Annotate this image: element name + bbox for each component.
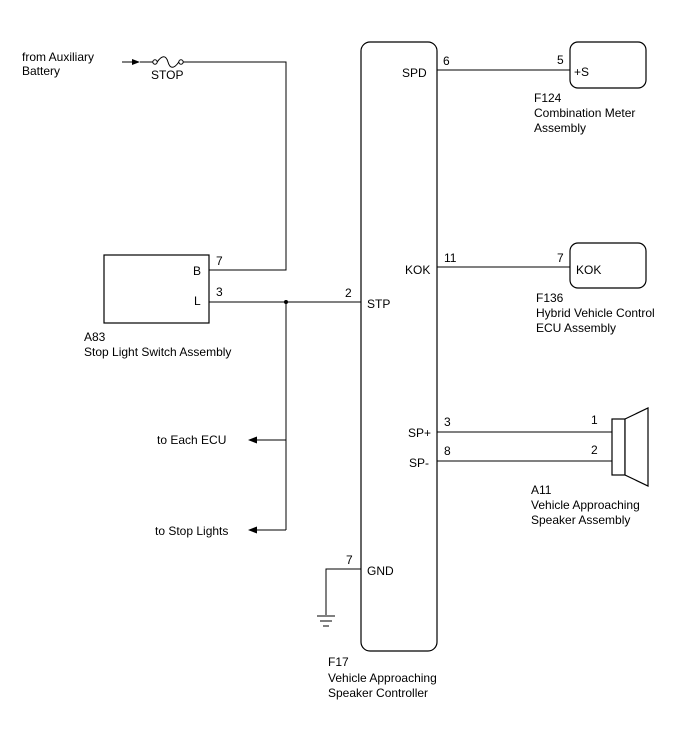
controller-name-line2: Speaker Controller [328, 686, 428, 700]
controller-pin-spm-num: 8 [444, 444, 451, 458]
speaker-code: A11 [531, 483, 552, 497]
controller-pin-spd-num: 6 [443, 54, 450, 68]
controller-pin-spp-num: 3 [444, 415, 451, 429]
fuse-icon [152, 56, 184, 68]
controller-pin-spp-label: SP+ [408, 426, 431, 440]
switch-code: A83 [84, 330, 106, 344]
fuse-label: STOP [151, 68, 183, 82]
controller-pin-stp-label: STP [367, 297, 390, 311]
supply-arrow-icon [122, 59, 140, 65]
stop-lights-label: to Stop Lights [155, 524, 228, 538]
stop-light-switch-box [103, 254, 210, 324]
ground-icon [317, 615, 335, 627]
switch-terminal-l: L [194, 294, 201, 308]
hv-ecu-name-line2: ECU Assembly [536, 321, 616, 335]
hv-ecu-name-line1: Hybrid Vehicle Control [536, 306, 655, 320]
combination-meter-box [569, 41, 647, 89]
controller-pin-stp-num: 2 [345, 286, 352, 300]
stop-lights-arrow-icon [248, 526, 257, 534]
controller-name-line1: Vehicle Approaching [328, 671, 437, 685]
hv-ecu-code: F136 [536, 291, 564, 305]
switch-name: Stop Light Switch Assembly [84, 345, 231, 359]
speaker-pin1: 1 [591, 413, 598, 427]
meter-code: F124 [534, 91, 562, 105]
each-ecu-arrow-icon [248, 436, 257, 444]
supply-label-line1: from Auxiliary [22, 50, 94, 64]
controller-pin-kok-num: 11 [444, 251, 457, 265]
meter-pin: 5 [557, 53, 564, 67]
speaker-pin2: 2 [591, 443, 598, 457]
hv-ecu-terminal: KOK [576, 263, 601, 277]
each-ecu-label: to Each ECU [157, 433, 226, 447]
speaker-name-line2: Speaker Assembly [531, 513, 630, 527]
meter-name-line2: Assembly [534, 121, 586, 135]
switch-terminal-b: B [193, 264, 201, 278]
speaker-icon [611, 407, 649, 487]
controller-pin-gnd-label: GND [367, 564, 394, 578]
controller-code: F17 [328, 655, 349, 669]
meter-terminal: +S [574, 65, 589, 79]
hv-ecu-pin: 7 [557, 251, 564, 265]
controller-pin-spd-label: SPD [402, 66, 427, 80]
switch-pin-b: 7 [216, 254, 223, 268]
controller-pin-gnd-num: 7 [346, 553, 353, 567]
switch-pin-l: 3 [216, 285, 223, 299]
supply-label-line2: Battery [22, 64, 60, 78]
wire-fuse-to-b [183, 61, 287, 271]
wire-gnd [325, 568, 361, 615]
hv-ecu-box [569, 242, 647, 289]
controller-pin-spm-label: SP- [409, 456, 429, 470]
speaker-name-line1: Vehicle Approaching [531, 498, 640, 512]
meter-name-line1: Combination Meter [534, 106, 635, 120]
controller-pin-kok-label: KOK [405, 263, 430, 277]
controller-box [360, 41, 438, 652]
